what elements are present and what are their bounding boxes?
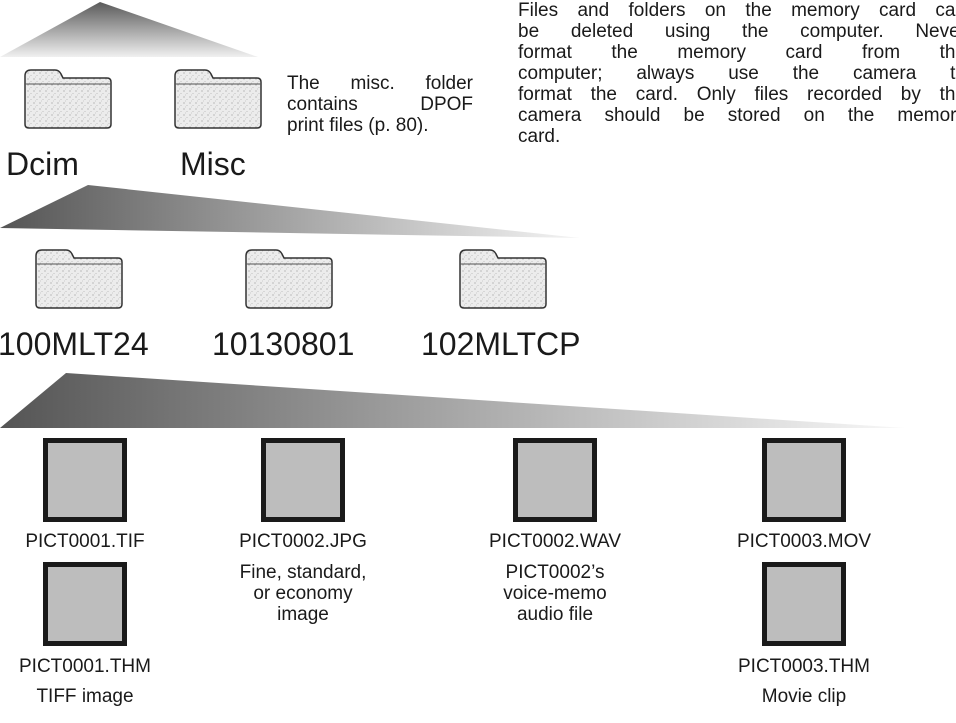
folder-label-100mlt24: 100MLT24: [0, 326, 149, 362]
desc-line: Fine, standard,: [239, 562, 367, 583]
file-name-wav: PICT0002.WAV: [489, 531, 621, 552]
thumbnail-file-icon[interactable]: [43, 562, 127, 646]
main-note-line: camera should be stored on the memory: [518, 105, 956, 126]
desc-line: audio file: [516, 604, 594, 625]
main-note-line: computer; always use the camera to: [518, 63, 956, 84]
file-name-thm-tif: PICT0001.THM: [19, 656, 151, 677]
folder-icon-misc[interactable]: [174, 69, 262, 129]
audio-file-icon[interactable]: [513, 438, 597, 522]
main-note-line: format the memory card from the: [518, 42, 956, 63]
folder-icon-100mlt24[interactable]: [35, 249, 123, 309]
desc-line: voice-memo: [503, 583, 607, 604]
wedge-root: [0, 2, 258, 57]
file-name-tif: PICT0001.TIF: [25, 531, 145, 552]
movie-file-icon[interactable]: [762, 438, 846, 522]
main-note-line: be deleted using the computer. Never: [518, 21, 956, 42]
desc-line: PICT0002’s: [505, 562, 605, 583]
file-name-jpg: PICT0002.JPG: [239, 531, 367, 552]
thumbnail-file-icon[interactable]: [762, 562, 846, 646]
wedge-subfolder: [0, 373, 905, 428]
folder-label-dcim: Dcim: [6, 146, 79, 182]
image-file-icon[interactable]: [43, 438, 127, 522]
desc-line: image: [277, 604, 329, 625]
folder-label-10130801: 10130801: [212, 326, 355, 362]
desc-jpg: Fine, standard, or economy image: [223, 562, 383, 625]
misc-note-line: contains DPOF: [287, 94, 473, 115]
folder-icon-dcim[interactable]: [24, 69, 112, 129]
folder-icon-102mltcp[interactable]: [459, 249, 547, 309]
image-file-icon[interactable]: [261, 438, 345, 522]
desc-tiff: TIFF image: [36, 686, 134, 707]
file-name-thm-mov: PICT0003.THM: [738, 656, 870, 677]
folder-icon-10130801[interactable]: [245, 249, 333, 309]
main-note-line: card.: [518, 126, 561, 147]
desc-line: or economy: [253, 583, 353, 604]
main-note-clip: Files and folders on the memory card can…: [518, 0, 956, 200]
main-note-line: Files and folders on the memory card can: [518, 0, 956, 21]
folder-label-102mltcp: 102MLTCP: [421, 326, 581, 362]
file-name-mov: PICT0003.MOV: [736, 531, 872, 552]
desc-wav: PICT0002’s voice-memo audio file: [475, 562, 635, 625]
wedge-dcim: [0, 185, 580, 238]
misc-note-line: print files (p. 80).: [287, 115, 429, 136]
main-note-line: format the card. Only files recorded by …: [518, 84, 956, 105]
desc-mov: Movie clip: [761, 686, 847, 707]
folder-label-misc: Misc: [180, 146, 246, 182]
misc-note-line: The misc. folder: [287, 73, 473, 94]
misc-folder-note: The misc. folder contains DPOF print fil…: [287, 73, 473, 136]
main-note: Files and folders on the memory card can…: [518, 0, 956, 147]
